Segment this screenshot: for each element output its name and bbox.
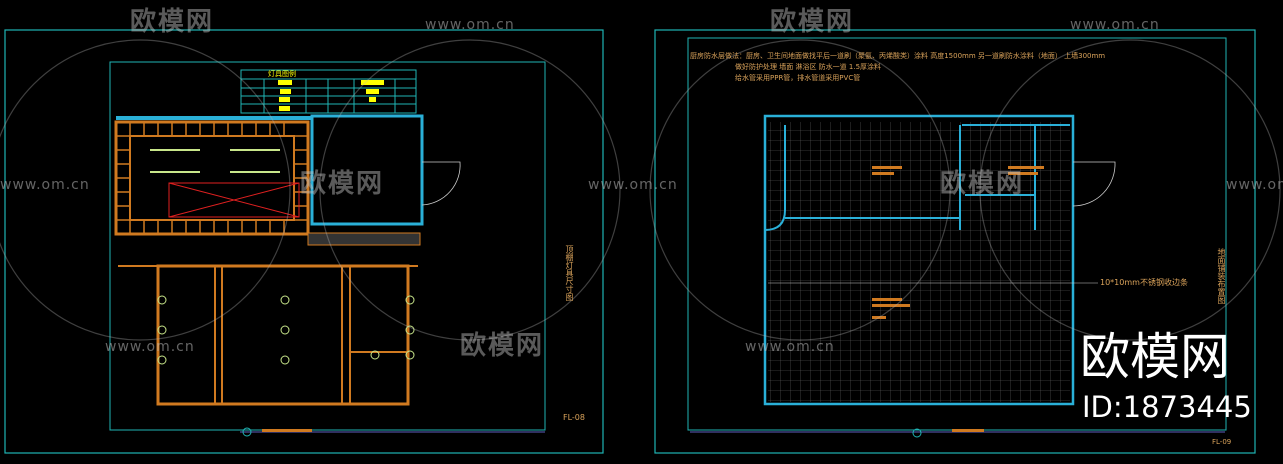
downlight	[405, 295, 415, 305]
downlight	[157, 355, 167, 365]
legend-title: 灯具图例	[268, 70, 296, 78]
right-outer-frame	[654, 29, 1256, 454]
left-vertical-title: 顶棚灯具尺寸图	[565, 245, 574, 301]
section-marker-right	[912, 428, 922, 438]
note-line-3: 给水管采用PPR管，排水管道采用PVC管	[735, 74, 861, 82]
title-bar-right	[952, 429, 984, 432]
left-inner-frame	[109, 61, 546, 431]
edge-label: 10*10mm不锈钢收边条	[1100, 278, 1188, 287]
light-tracks	[150, 149, 280, 173]
watermark-url: www.om.cn	[588, 177, 678, 193]
section-marker	[242, 427, 252, 437]
legend-table	[240, 69, 417, 114]
note-line-1: 厨房防水层做法：厨房、卫生间地面做找平后一道刷（聚氨、丙烯酸类）涂料 高度150…	[690, 52, 1106, 60]
watermark-url: www.om.cn	[1070, 17, 1160, 33]
title-bar	[262, 429, 312, 432]
downlight	[280, 355, 290, 365]
room-labels	[872, 166, 1044, 319]
ceiling-grid-cells	[116, 122, 308, 234]
left-outer-frame	[4, 29, 604, 454]
lower-beams	[118, 265, 418, 404]
legend-swatches	[278, 80, 384, 111]
downlight	[157, 295, 167, 305]
watermark-url: www.om.cn	[425, 17, 515, 33]
watermark-id: ID:1873445	[1082, 390, 1252, 424]
watermark-logo: 欧模网	[460, 331, 545, 361]
downlight	[280, 325, 290, 335]
watermark-url: www.om.cn	[1226, 177, 1283, 193]
hatch-strip	[307, 232, 421, 246]
downlights	[157, 295, 415, 365]
partition-walls	[764, 124, 1070, 231]
ceiling-grid-inner	[129, 135, 295, 221]
downlight	[157, 325, 167, 335]
void-cross	[168, 182, 300, 218]
watermark-logo: 欧模网	[300, 169, 385, 199]
right-room-wall	[310, 114, 424, 226]
watermark-logo: 欧模网	[770, 7, 855, 37]
watermark-arcs	[0, 39, 1281, 341]
note-line-2: 做好防护处理 墙面 淋浴区 防水一道 1.5厚涂料	[735, 63, 882, 71]
void-area	[168, 182, 300, 218]
right-vertical-title: 地面铺装布置图	[1217, 248, 1226, 304]
upper-wall	[116, 116, 312, 120]
watermark-logo: 欧模网	[130, 7, 215, 37]
right-sheet-number: FL-09	[1212, 438, 1232, 446]
downlight	[405, 325, 415, 335]
big-watermark-logo: 欧模网	[1080, 328, 1230, 386]
downlight	[370, 350, 380, 360]
door-swing	[421, 161, 461, 206]
downlight	[280, 295, 290, 305]
watermark-logo: 欧模网	[940, 169, 1025, 199]
right-door-swing	[1072, 161, 1116, 207]
watermark-url: www.om.cn	[0, 177, 90, 193]
left-sheet-number: FL-08	[563, 413, 585, 422]
floor-tiles	[768, 122, 1070, 402]
watermark-url: www.om.cn	[745, 339, 835, 355]
lower-ceiling-frame	[156, 264, 410, 406]
room-walls	[763, 114, 1075, 406]
watermark-url: www.om.cn	[105, 339, 195, 355]
downlight	[405, 350, 415, 360]
